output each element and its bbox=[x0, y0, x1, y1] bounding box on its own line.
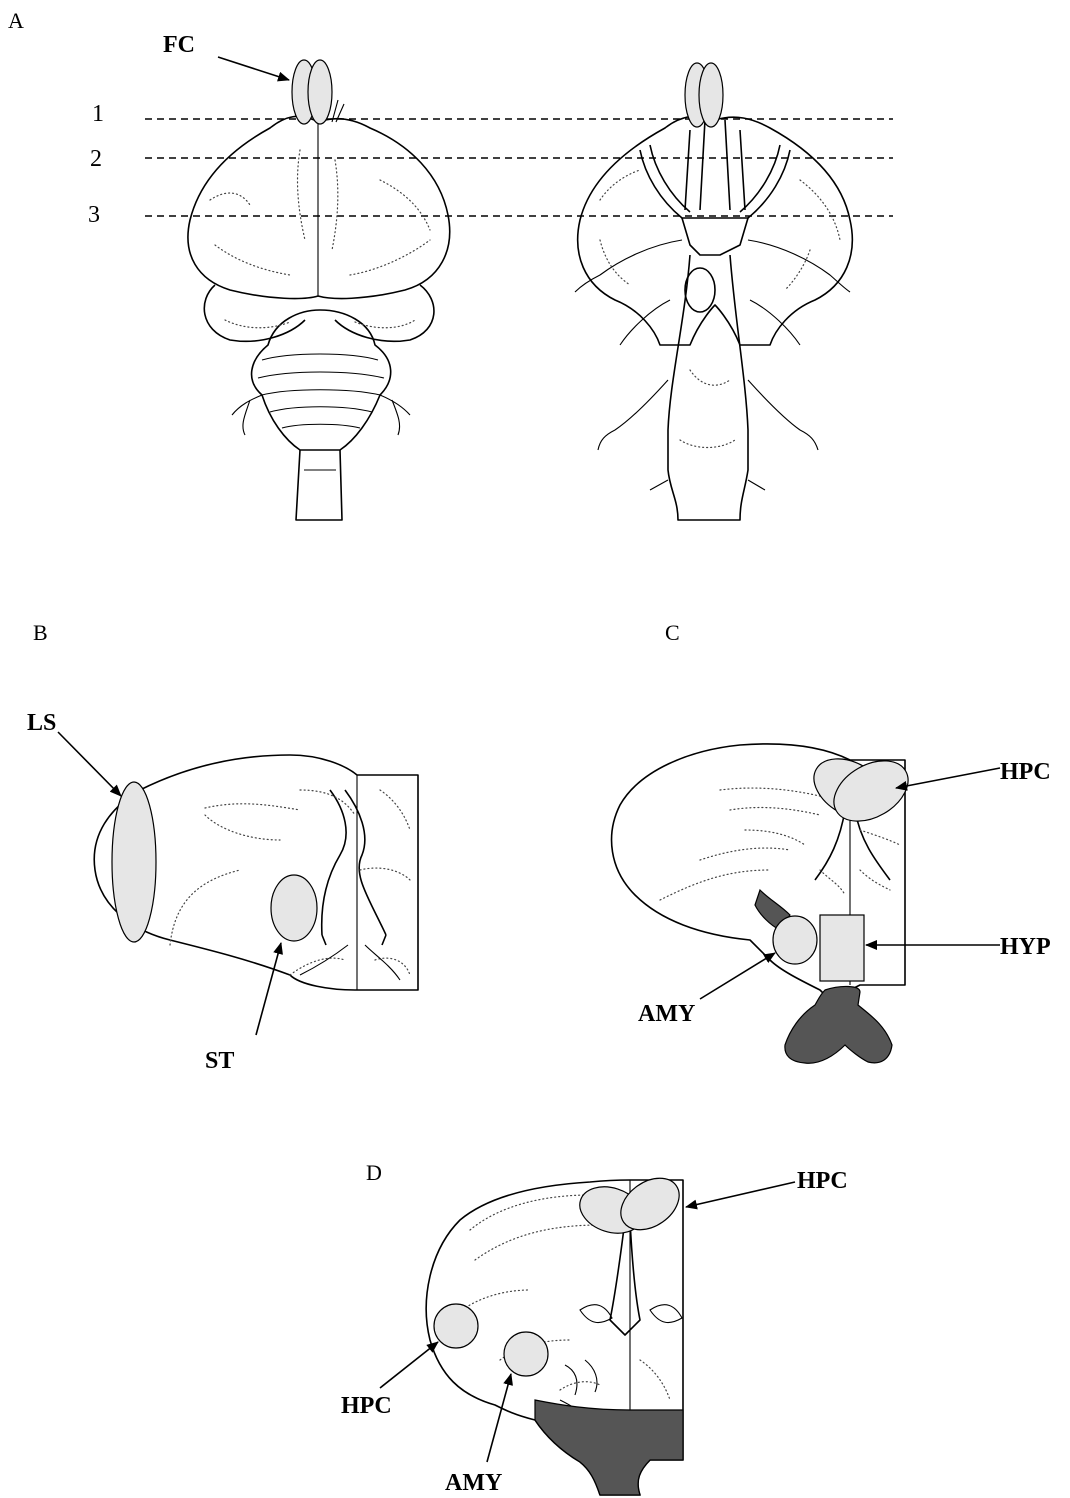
arrow-amy-d bbox=[487, 1374, 511, 1462]
dorsal-brain-view bbox=[188, 98, 450, 520]
panel-label-c: C bbox=[665, 620, 680, 645]
level-label-2: 2 bbox=[90, 146, 102, 172]
ventral-brain-view bbox=[575, 116, 852, 520]
arrow-hpc-d-lateral bbox=[380, 1342, 438, 1388]
panel-c: C HPC HYP AMY bbox=[612, 620, 1051, 1063]
arrow-fc bbox=[218, 57, 289, 80]
level-label-3: 3 bbox=[88, 202, 100, 228]
label-hpc-c: HPC bbox=[1000, 759, 1051, 785]
panel-b: B LS ST bbox=[27, 620, 418, 1074]
region-st bbox=[271, 875, 317, 941]
panel-a: A 1 2 3 FC bbox=[8, 8, 893, 520]
label-st: ST bbox=[205, 1048, 234, 1074]
section-level-lines: 1 2 3 bbox=[88, 101, 893, 228]
region-ls bbox=[112, 782, 156, 942]
region-fc-dorsal bbox=[292, 60, 332, 124]
panel-label-a: A bbox=[8, 8, 24, 33]
label-amy-c: AMY bbox=[638, 1001, 695, 1027]
region-hyp bbox=[820, 915, 864, 981]
level-label-1: 1 bbox=[92, 101, 104, 127]
label-amy-d: AMY bbox=[445, 1470, 502, 1496]
panel-d: D HPC HPC AMY bbox=[341, 1160, 848, 1496]
label-hyp: HYP bbox=[1000, 934, 1051, 960]
arrow-st bbox=[256, 943, 281, 1035]
panel-label-b: B bbox=[33, 620, 48, 645]
label-hpc-d-lateral: HPC bbox=[341, 1393, 392, 1419]
region-hpc-d-top bbox=[574, 1168, 689, 1241]
region-amy-d bbox=[504, 1332, 548, 1376]
arrow-ls bbox=[58, 732, 121, 796]
arrow-hpc-c bbox=[896, 768, 1000, 788]
label-fc: FC bbox=[163, 32, 195, 58]
label-ls: LS bbox=[27, 710, 56, 736]
region-fc-ventral bbox=[685, 63, 723, 127]
region-hpc-d-lateral bbox=[434, 1304, 478, 1348]
panel-label-d: D bbox=[366, 1160, 382, 1185]
arrow-amy-c bbox=[700, 953, 775, 999]
arrow-hpc-d-top bbox=[686, 1182, 795, 1207]
label-hpc-d-top: HPC bbox=[797, 1168, 848, 1194]
region-amy-c bbox=[773, 916, 817, 964]
